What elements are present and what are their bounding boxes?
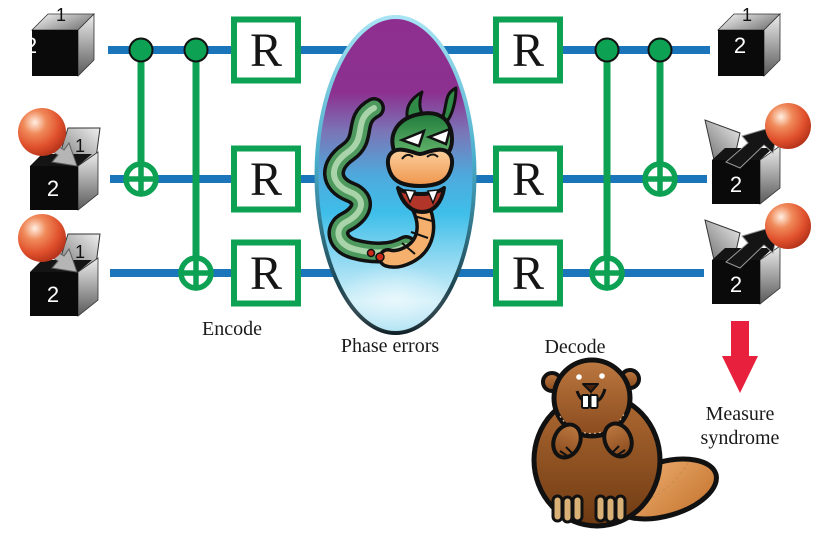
input-qubit-cube-1: 1 2 xyxy=(25,5,95,77)
snake-eye-right xyxy=(425,126,452,146)
r-gate: R xyxy=(493,145,563,213)
phase-errors-label: Phase errors xyxy=(341,335,440,357)
box-front-label: 2 xyxy=(730,172,742,197)
cube-top-label: 1 xyxy=(742,5,752,25)
r-gate-label: R xyxy=(512,247,544,300)
beaver-nose xyxy=(582,383,599,393)
output-qubit-extract-2: 2 xyxy=(704,102,812,205)
lid-label: 1 xyxy=(75,136,85,156)
beaver-paw-right xyxy=(602,421,634,459)
r-gate: R xyxy=(493,239,563,307)
phase-error-blob xyxy=(314,15,477,335)
cube-front-label: 2 xyxy=(25,33,37,58)
control-dot-icon xyxy=(594,37,620,63)
r-gate: R xyxy=(493,16,563,84)
r-gate-label: R xyxy=(250,24,282,77)
cube-top-label: 1 xyxy=(56,5,66,25)
cnot-target-icon xyxy=(178,255,214,291)
beaver-tooth xyxy=(581,394,590,409)
ellipse-glow xyxy=(337,262,453,334)
snake-muzzle xyxy=(385,147,455,189)
r-gate: R xyxy=(231,239,301,307)
box-front-label: 2 xyxy=(47,282,59,307)
beaver-feet xyxy=(551,494,627,524)
output-qubit-cube-1: 1 2 xyxy=(717,5,781,77)
control-dot-icon xyxy=(128,37,154,63)
decode-label: Decode xyxy=(544,336,605,358)
cnot-target-icon xyxy=(589,255,625,291)
cnot-target-icon xyxy=(642,161,678,197)
cnot-gates xyxy=(123,37,678,291)
snake-icon xyxy=(323,86,458,269)
measure-syndrome-label-line1: Measure xyxy=(706,403,775,425)
box-front-label: 2 xyxy=(47,176,59,201)
measure-arrow-icon xyxy=(722,321,758,393)
cube-front-label: 2 xyxy=(734,33,746,58)
r-gate-label: R xyxy=(512,153,544,206)
r-gate: R xyxy=(231,16,301,84)
r-gate-label: R xyxy=(250,153,282,206)
r-gate-label: R xyxy=(250,247,282,300)
r-gate: R xyxy=(231,145,301,213)
cnot-target-icon xyxy=(123,161,159,197)
output-qubit-extract-3: 2 xyxy=(704,202,812,305)
control-dot-icon xyxy=(183,37,209,63)
beaver-tooth xyxy=(589,394,599,409)
beaver-icon xyxy=(531,357,719,529)
rotation-gates: R R R R R R xyxy=(231,16,563,307)
encode-label: Encode xyxy=(202,318,262,340)
measure-syndrome-label-line2: syndrome xyxy=(701,427,780,449)
lid-label: 1 xyxy=(75,242,85,262)
snake-horn-right xyxy=(440,86,458,122)
beaver-paw-left xyxy=(551,422,583,460)
snake-eye-left xyxy=(398,128,427,148)
r-gate-label: R xyxy=(512,24,544,77)
beaver-eye-right xyxy=(599,373,605,379)
input-qubit-insert-3: 1 2 xyxy=(17,213,101,317)
input-qubit-insert-2: 1 2 xyxy=(17,107,101,211)
box-front-label: 2 xyxy=(730,272,742,297)
beaver-eye-left xyxy=(576,374,582,380)
control-dot-icon xyxy=(647,37,673,63)
